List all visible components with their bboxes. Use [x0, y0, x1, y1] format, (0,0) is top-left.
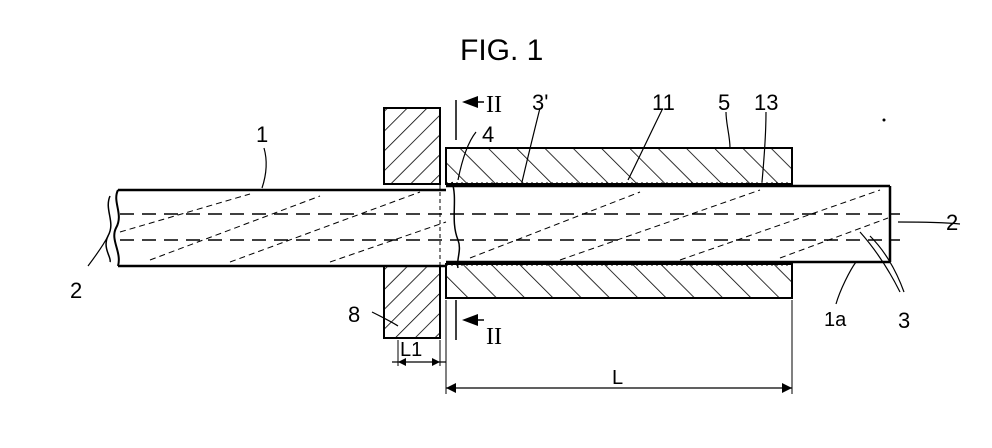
label-strands: 3: [898, 308, 910, 333]
label-rod-end: 1a: [824, 309, 847, 331]
sleeve-upper: [446, 148, 792, 184]
gap-line: [452, 182, 459, 268]
section-marker-bottom: [456, 300, 484, 340]
label-rod: 1: [256, 122, 268, 147]
label-fiber-right: 2: [946, 210, 958, 235]
rod-body: [106, 186, 890, 266]
figure-title: FIG. 1: [460, 34, 543, 67]
label-sleeve-end: 13: [754, 90, 778, 115]
label-gap: 4: [482, 122, 494, 147]
section-label-bottom: II: [486, 324, 502, 350]
label-strand-prime: 3': [532, 90, 548, 115]
dim-l1-label: L1: [400, 339, 422, 361]
dim-l-label: L: [612, 367, 623, 389]
clamp-lower: [384, 266, 440, 338]
label-sleeve: 5: [718, 90, 730, 115]
helical-strands: [120, 190, 888, 262]
sleeve-lower: [446, 264, 792, 298]
label-adhesive: 11: [652, 90, 675, 115]
clamp-upper: [384, 108, 440, 184]
label-clamp: 8: [348, 302, 360, 327]
stray-dot: [883, 119, 886, 122]
label-fiber-left: 2: [70, 278, 82, 303]
section-marker-top: [456, 96, 484, 140]
section-label-top: II: [486, 92, 502, 118]
